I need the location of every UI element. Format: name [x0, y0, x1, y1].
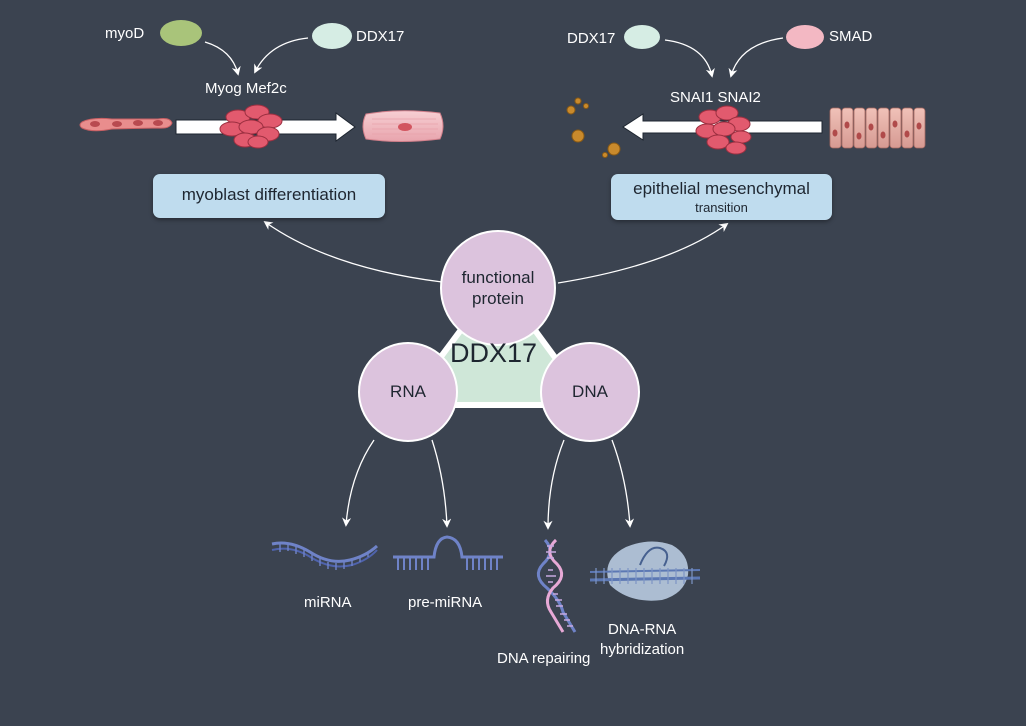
ddx17-label-left: DDX17 — [356, 28, 405, 45]
arrow-dna-to-hybrid — [611, 439, 635, 528]
arrow-myod-to-targets — [204, 41, 241, 76]
myotube — [362, 110, 444, 142]
myoblast-differentiation-label: myoblast differentiation — [181, 185, 357, 204]
myog-mef2c-cluster — [219, 104, 283, 149]
snai-label: SNAI1 SNAI2 — [670, 89, 761, 106]
dna-rna-hybrid-glyph — [589, 541, 701, 601]
myoblast-differentiation-box: myoblast differentiation — [153, 174, 385, 218]
arrow-protein-to-emt — [557, 222, 729, 284]
snai-cluster — [695, 105, 752, 155]
pre-mirna-label: pre-miRNA — [408, 594, 483, 611]
mesenchymal-cells — [566, 97, 621, 158]
emt-label-line1: epithelial mesenchymal — [633, 179, 810, 198]
ddx17-center-title: DDX17 — [450, 338, 538, 368]
arrow-rna-to-premirna — [431, 439, 452, 528]
arrow-ddx17-to-targets-left — [254, 37, 309, 74]
emt-box: epithelial mesenchymal transition — [611, 174, 832, 220]
myod-label: myoD — [105, 25, 145, 42]
functional-protein-node: functional protein — [440, 230, 556, 346]
dna-node: DNA — [540, 342, 640, 442]
arrow-smad-to-snai — [728, 37, 784, 78]
pre-mirna-glyph — [393, 535, 503, 570]
smad-label: SMAD — [829, 28, 873, 45]
mirna-label: miRNA — [304, 594, 352, 611]
myod-oval — [160, 20, 202, 46]
arrow-dna-to-repair — [543, 439, 565, 530]
dna-repair-glyph — [536, 538, 577, 633]
epithelial-cells — [829, 107, 926, 149]
ddx17-label-right: DDX17 — [567, 30, 616, 47]
rna-node: RNA — [358, 342, 458, 442]
ddx17-oval-left — [312, 23, 352, 49]
arrow-rna-to-mirna — [342, 439, 375, 527]
mirna-glyph — [271, 541, 379, 570]
emt-label-line2: transition — [695, 199, 748, 215]
myog-mef2c-label: Myog Mef2c — [205, 80, 287, 97]
myoblast-chain — [79, 117, 173, 132]
smad-oval — [786, 25, 824, 49]
dna-repairing-label: DNA repairing — [497, 650, 591, 667]
arrow-ddx17-to-snai — [664, 39, 715, 78]
ddx17-oval-right — [624, 25, 660, 49]
dna-rna-hybridization-label: DNA-RNA hybridization — [600, 621, 685, 658]
arrow-protein-to-myoblast — [263, 220, 443, 283]
